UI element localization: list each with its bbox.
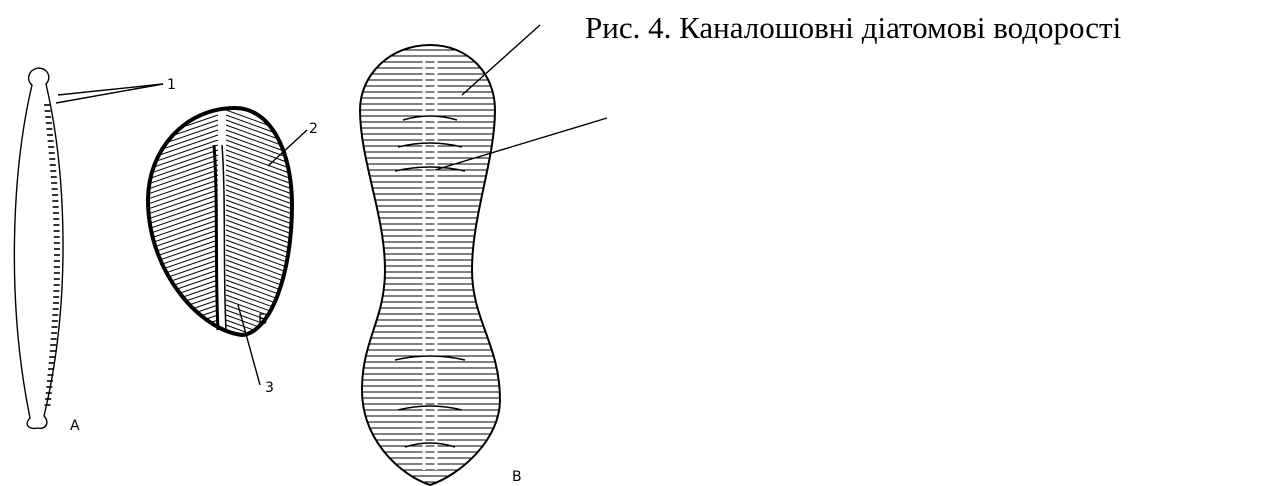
callout-label-1: 1 bbox=[167, 77, 176, 93]
caption-prefix: Рис. bbox=[585, 10, 640, 45]
figure-caption: Рис. 4. Каналошовні діатомові водорості bbox=[585, 10, 1230, 45]
panel-label-c: В bbox=[512, 469, 522, 485]
callout-label-3: 3 bbox=[265, 380, 274, 396]
caption-title-word1: Каналошовні bbox=[679, 10, 854, 45]
diatom-b-drawing bbox=[145, 108, 295, 360]
callout-lines bbox=[56, 25, 607, 385]
diatom-v-drawing bbox=[355, 45, 505, 485]
caption-title-word2: діатомові bbox=[862, 10, 986, 45]
caption-title-word3: водорості bbox=[993, 10, 1121, 45]
panel-label-b: Б bbox=[258, 312, 268, 328]
callout-label-2: 2 bbox=[309, 121, 318, 137]
panel-label-a: А bbox=[70, 418, 80, 434]
diatom-a-drawing bbox=[14, 68, 63, 428]
caption-number: 4. bbox=[648, 10, 671, 45]
